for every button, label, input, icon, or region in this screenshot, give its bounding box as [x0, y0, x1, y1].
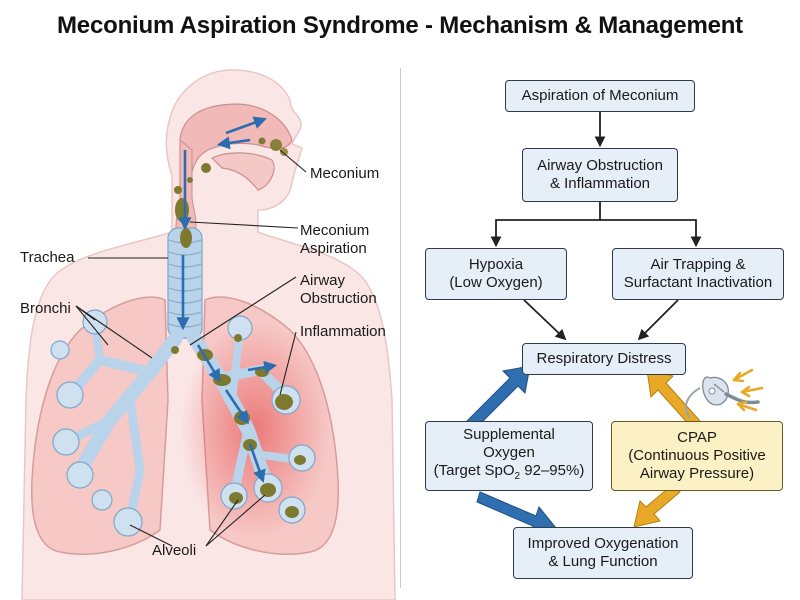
box-supplemental-oxygen: Supplemental Oxygen (Target SpO2 92–95%): [425, 421, 593, 491]
box-cpap: CPAP (Continuous Positive Airway Pressur…: [611, 421, 783, 491]
box-respiratory-distress-text: Respiratory Distress: [536, 350, 672, 367]
flowchart-arrows: [459, 111, 764, 536]
box-oxygen-subscript: 2: [514, 471, 521, 482]
airflow-arrows-icon: [732, 368, 764, 412]
page-title: Meconium Aspiration Syndrome - Mechanism…: [57, 12, 743, 39]
box-airway-obstruction: Airway Obstruction & Inflammation: [522, 148, 678, 202]
box-airway-obstruction-line2: & Inflammation: [549, 175, 651, 192]
box-airway-obstruction-line1: Airway Obstruction: [537, 157, 663, 174]
box-air-trapping-line1: Air Trapping &: [650, 256, 746, 273]
box-oxygen-line2: Oxygen: [483, 444, 535, 461]
box-improved-line2: & Lung Function: [548, 553, 658, 570]
box-hypoxia: Hypoxia (Low Oxygen): [425, 248, 567, 300]
label-meconium-aspiration-1: Meconium: [300, 222, 370, 239]
label-inflammation: Inflammation: [300, 323, 386, 340]
panel-divider: [400, 68, 401, 588]
anatomy-illustration: [21, 69, 396, 600]
leader-lines: [75, 149, 307, 547]
oxygen-arrows: [459, 365, 557, 536]
box-air-trapping-line2: Surfactant Inactivation: [623, 274, 773, 291]
label-trachea: Trachea: [20, 249, 75, 266]
box-oxygen-line3: (Target SpO2 92–95%): [434, 462, 585, 486]
airflow-arrows: [176, 116, 278, 483]
arrow-obstruction-to-trapping: [600, 219, 702, 248]
arrow-obstruction-to-hypoxia: [490, 202, 601, 248]
box-hypoxia-line1: Hypoxia: [468, 256, 524, 273]
box-air-trapping: Air Trapping & Surfactant Inactivation: [612, 248, 784, 300]
box-hypoxia-line2: (Low Oxygen): [449, 274, 543, 291]
box-oxygen-line1: Supplemental: [463, 426, 555, 443]
label-bronchi: Bronchi: [20, 300, 71, 317]
box-respiratory-distress: Respiratory Distress: [522, 343, 686, 375]
bronchial-tree-left: [65, 321, 183, 525]
box-improved-line1: Improved Oxygenation: [527, 535, 679, 552]
label-airway-obstruction-1: Airway: [300, 272, 346, 289]
arrow-hypoxia-to-distress: [523, 299, 567, 341]
label-alveoli: Alveoli: [152, 542, 197, 559]
box-cpap-line1: CPAP: [677, 429, 717, 446]
box-improved-oxygenation: Improved Oxygenation & Lung Function: [513, 527, 693, 579]
box-oxygen-target-prefix: (Target SpO: [433, 462, 515, 479]
box-aspiration: Aspiration of Meconium: [505, 80, 695, 112]
arrow-trapping-to-distress: [637, 299, 679, 341]
label-meconium-aspiration-2: Aspiration: [300, 240, 367, 257]
box-cpap-line3: Airway Pressure): [639, 465, 755, 482]
box-cpap-line2: (Continuous Positive: [628, 447, 766, 464]
label-airway-obstruction-2: Obstruction: [300, 290, 377, 307]
label-meconium: Meconium: [310, 165, 380, 182]
box-oxygen-target-range: 92–95%): [520, 462, 585, 479]
box-aspiration-text: Aspiration of Meconium: [521, 87, 679, 104]
cpap-mask-icon: [684, 376, 760, 419]
alveoli-left: [50, 309, 143, 537]
